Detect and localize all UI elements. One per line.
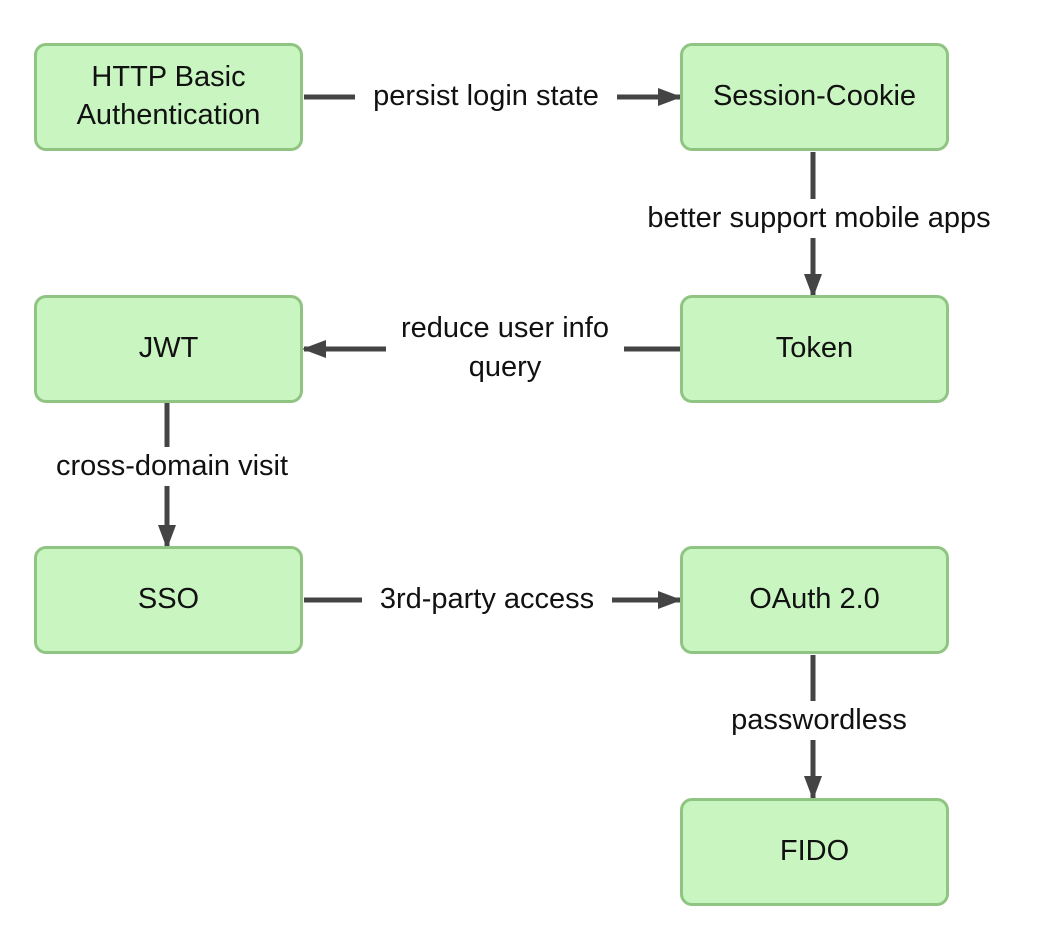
node-oauth: OAuth 2.0 [680, 546, 949, 654]
node-http-basic-authentication: HTTP Basic Authentication [34, 43, 303, 151]
node-fido: FIDO [680, 798, 949, 906]
edge-label-passwordless: passwordless [716, 701, 922, 741]
edge-label-cross-domain-visit: cross-domain visit [36, 447, 308, 487]
node-token: Token [680, 295, 949, 403]
node-sso: SSO [34, 546, 303, 654]
edge-label-persist-login-state: persist login state [355, 77, 617, 117]
edge-label-3rd-party-access: 3rd-party access [362, 580, 612, 620]
node-jwt: JWT [34, 295, 303, 403]
edge-label-reduce-user-info-query: reduce user info query [386, 309, 624, 388]
edge-label-better-support-mobile-apps: better support mobile apps [622, 199, 1016, 239]
node-session-cookie: Session-Cookie [680, 43, 949, 151]
